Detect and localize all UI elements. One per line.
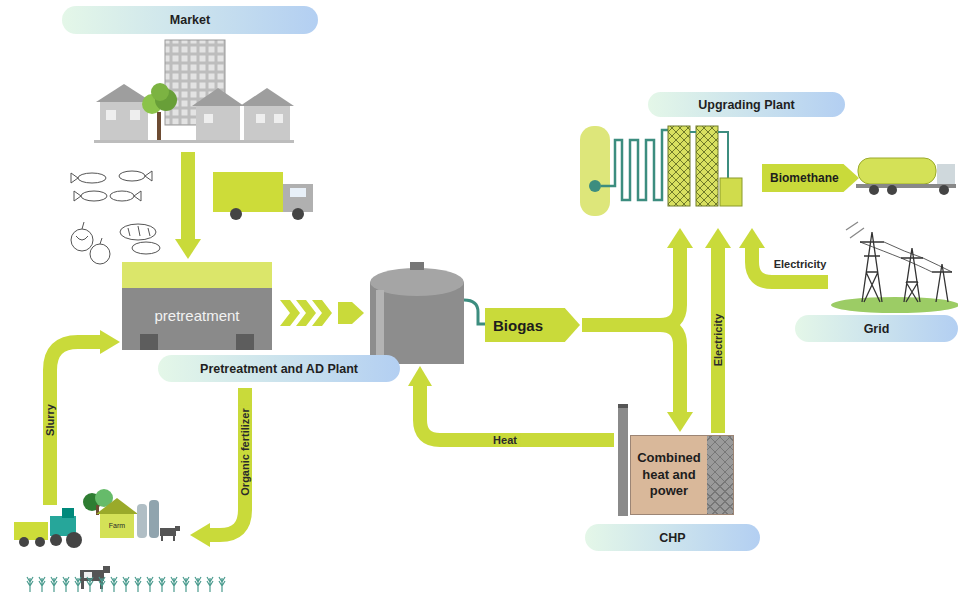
grass-blade [219, 577, 225, 592]
food-waste [71, 171, 160, 264]
grass-blade [51, 577, 57, 592]
pretreatment-building: pretreatment [122, 262, 272, 350]
market-area: Market [62, 6, 318, 150]
chimney [618, 404, 628, 516]
grass-blade [111, 577, 117, 592]
digester [370, 262, 486, 364]
flow-connector [181, 152, 195, 240]
flow-heads [100, 330, 432, 547]
grass-blade [159, 577, 165, 592]
grass-blade [183, 577, 189, 592]
chp-label: CHP [585, 524, 760, 551]
area-label: Market [62, 6, 318, 34]
upgrading-plant-area: Upgrading Plant [578, 92, 845, 225]
farm-sign: Farm [109, 522, 125, 529]
flow-label: Organic fertilizer [238, 405, 252, 498]
grass-blade [171, 577, 177, 592]
chp-unit: Combined heat and power [630, 435, 734, 515]
arrow-body [762, 164, 859, 192]
node-text: Biogas [493, 317, 543, 334]
flow-connector [582, 247, 680, 325]
feed-arrow [280, 300, 364, 326]
grass-blade [147, 577, 153, 592]
area-label: Upgrading Plant [648, 92, 845, 117]
grass-blade [39, 577, 45, 592]
node-text: CHP [659, 531, 685, 545]
grass-blade [75, 577, 81, 592]
grass-blade [87, 577, 93, 592]
upgrading-plant [580, 126, 742, 216]
node-text: Combined heat and power [635, 450, 703, 501]
edge-label: Electricity [771, 257, 830, 271]
flow-connector [582, 325, 680, 413]
flow-label: Heat [490, 433, 520, 447]
area-label: Grid [795, 315, 958, 342]
arrow-body [485, 308, 580, 342]
edge-label: Electricity [711, 311, 725, 370]
biogas-arrow: Biogas [485, 308, 580, 342]
plant-label: Pretreatment and AD Plant [158, 355, 400, 382]
grass-blade [27, 577, 33, 592]
grass-blade [135, 577, 141, 592]
farm [14, 489, 180, 589]
pylons [831, 222, 958, 313]
node-text: pretreatment [154, 307, 239, 324]
grass [27, 577, 225, 592]
engine-hatch [707, 436, 733, 514]
grass-blade [123, 577, 129, 592]
node-text: Pretreatment and AD Plant [200, 362, 358, 376]
grass-blade [195, 577, 201, 592]
door [236, 334, 254, 350]
grass-blade [207, 577, 213, 592]
grid-area: Grid [830, 215, 958, 342]
tanker-truck [856, 158, 956, 195]
city [94, 40, 294, 143]
node-text: Biomethane [770, 171, 839, 185]
flow-connector [711, 247, 725, 433]
truck [213, 172, 313, 220]
grass-blade [63, 577, 69, 592]
material-flows [50, 342, 614, 535]
grass-blade [99, 577, 105, 592]
flow-label: Slurry [43, 401, 57, 439]
door [140, 334, 158, 350]
biomethane-arrow: Biomethane [762, 164, 859, 192]
